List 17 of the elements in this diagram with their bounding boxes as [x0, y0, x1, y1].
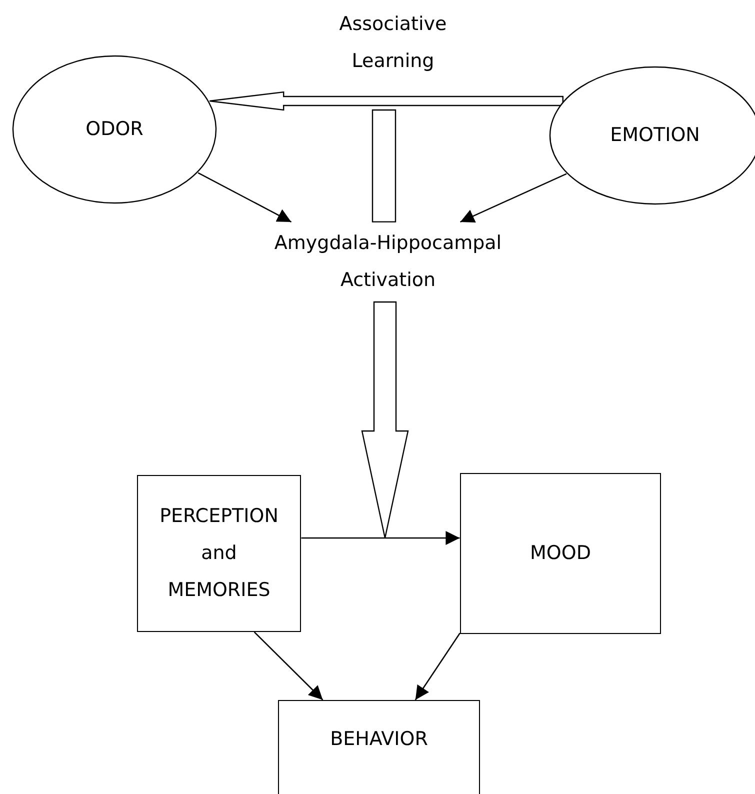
arrow — [414, 632, 460, 700]
process-box — [278, 700, 480, 794]
block-arrow — [372, 109, 396, 222]
node-label: MOOD — [530, 541, 591, 566]
node-label: ODOR — [86, 117, 144, 142]
process-box — [460, 473, 661, 634]
arrow — [301, 531, 460, 545]
node-text: Amygdala-Hippocampal Activation — [273, 231, 503, 293]
arrow — [198, 172, 292, 223]
arrow — [254, 632, 324, 700]
node-label: PERCEPTION and MEMORIES — [158, 504, 280, 603]
node-label: BEHAVIOR — [330, 727, 428, 752]
node-label: EMOTION — [610, 123, 700, 148]
block-arrow — [209, 91, 564, 111]
arrow — [460, 173, 567, 223]
process-box — [137, 475, 301, 632]
block-arrow — [361, 301, 409, 539]
